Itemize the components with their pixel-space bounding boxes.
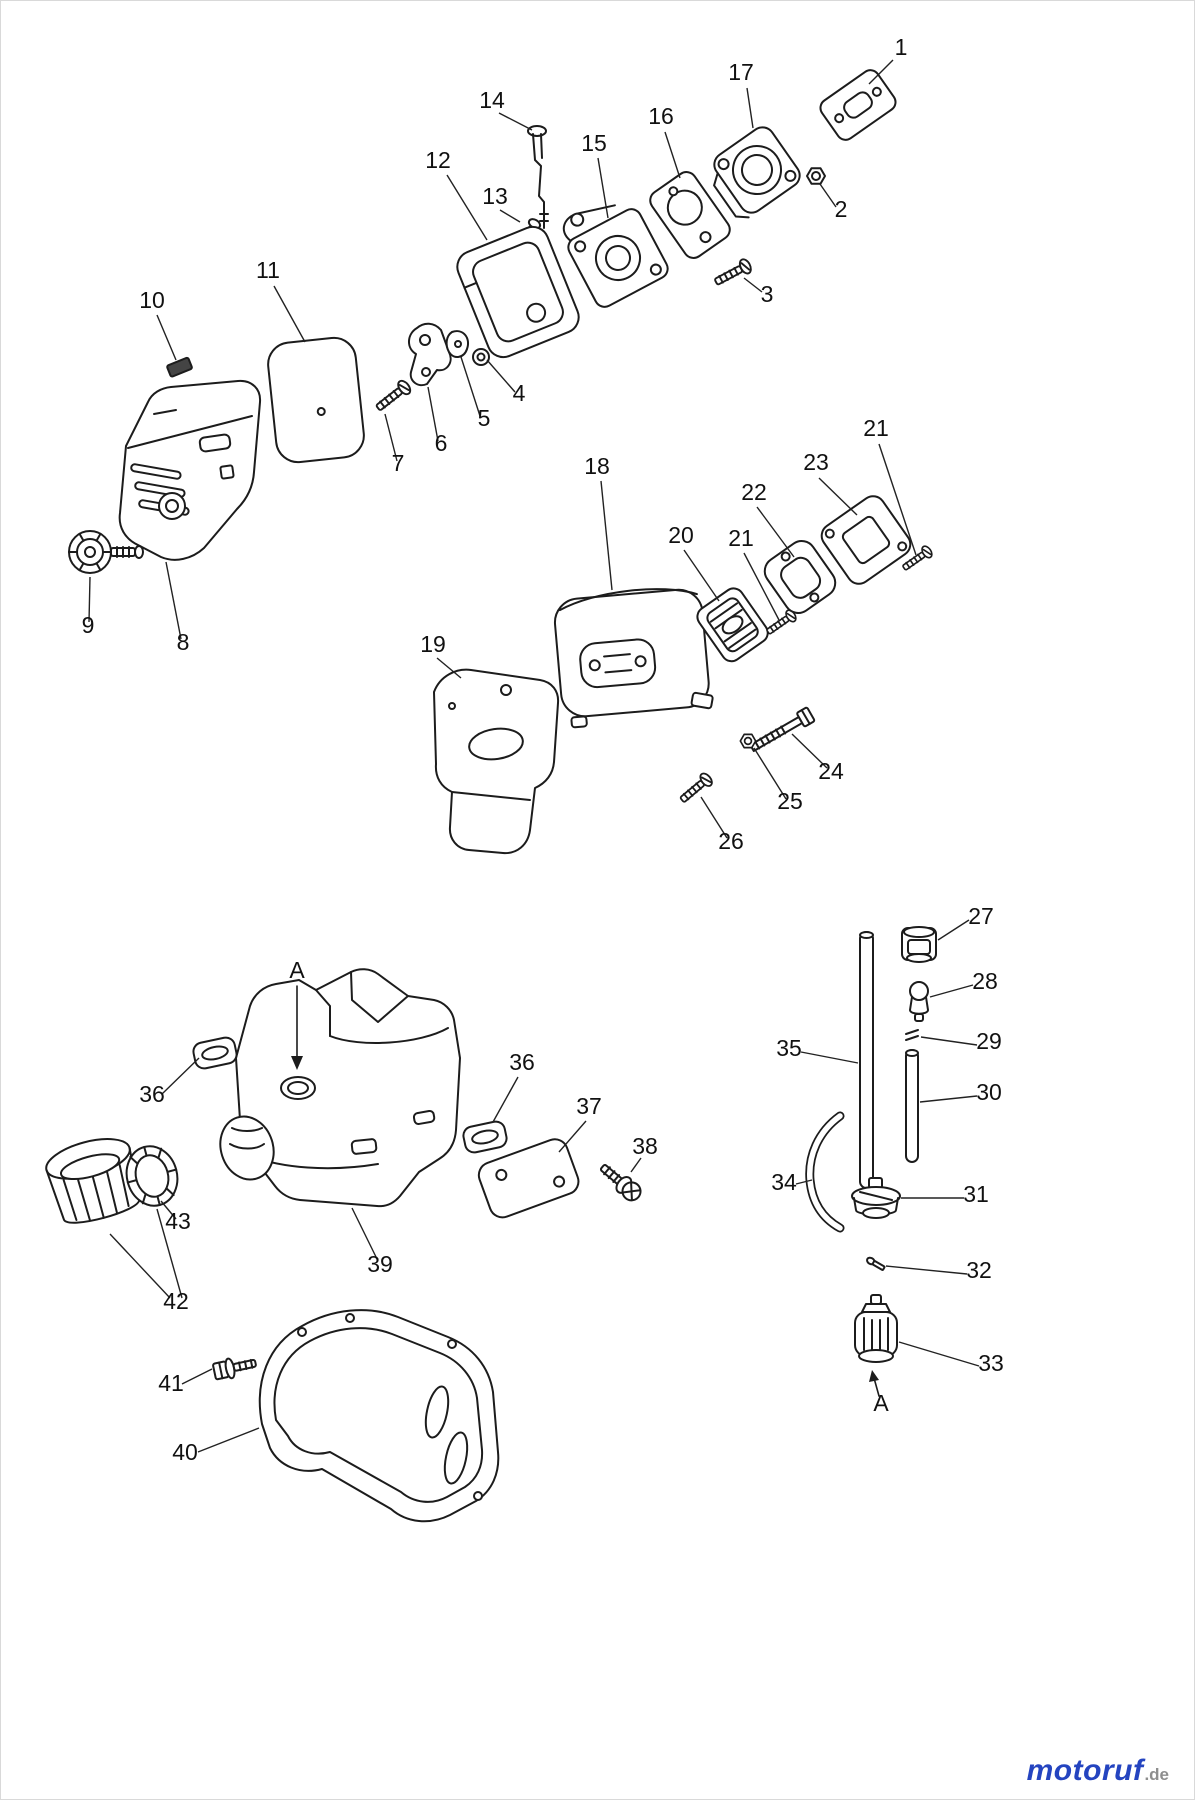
callout-6: 6	[435, 430, 448, 456]
callout-41: 41	[158, 1370, 184, 1396]
screw-part-7	[372, 377, 414, 415]
gasket-plate-part-1	[819, 69, 897, 141]
screw-part-32	[866, 1256, 886, 1271]
section-arrow-a-top	[291, 985, 303, 1070]
callout-9: 9	[82, 612, 95, 638]
watermark-tld: .de	[1144, 1765, 1169, 1784]
grommet-part-36-right	[462, 1120, 508, 1154]
guard-part-40	[258, 1309, 500, 1523]
callout-7: 7	[392, 450, 405, 476]
air-filter-element-part-11	[267, 336, 365, 464]
watermark-logo: motoruf.de	[1027, 1754, 1169, 1788]
callout-40: 40	[172, 1439, 198, 1465]
callout-35: 35	[776, 1035, 802, 1061]
gasket-part-16	[649, 171, 731, 259]
cap-part-27	[901, 926, 937, 963]
callout-17: 17	[728, 59, 754, 85]
callout-22: 22	[741, 479, 767, 505]
callout-13: 13	[482, 183, 508, 209]
callout-23: 23	[803, 449, 829, 475]
callout-33: 33	[978, 1350, 1004, 1376]
intake-insulator-part-17	[713, 126, 801, 219]
callout-26: 26	[718, 828, 744, 854]
callout-31: 31	[963, 1181, 989, 1207]
callout-5: 5	[478, 405, 491, 431]
callout-37: 37	[576, 1093, 602, 1119]
callout-28: 28	[972, 968, 998, 994]
valve-part-28	[909, 981, 929, 1022]
watermark-brand: motoruf	[1026, 1754, 1144, 1787]
callout-24: 24	[818, 758, 844, 784]
fuel-filter-part-33	[854, 1294, 898, 1363]
callout-2: 2	[835, 196, 848, 222]
callout-a-top: A	[289, 957, 305, 983]
gasket-part-22	[763, 540, 837, 614]
muffler-part-18	[553, 588, 714, 729]
fuel-tank-part-39	[219, 968, 461, 1208]
leader-lines	[88, 59, 980, 1453]
callout-10: 10	[139, 287, 165, 313]
knob-part-9	[68, 530, 144, 574]
long-screw-part-14	[527, 125, 549, 229]
fuel-cap-part-42	[45, 1138, 141, 1224]
callout-21-left: 21	[728, 525, 754, 551]
air-filter-case-part-12	[456, 225, 580, 359]
pickup-body-part-31	[851, 1177, 901, 1219]
callout-16: 16	[648, 103, 674, 129]
callout-3: 3	[761, 281, 774, 307]
callout-36-left: 36	[139, 1081, 165, 1107]
muffler-plate-part-20	[696, 587, 769, 663]
callout-4: 4	[513, 380, 526, 406]
air-cleaner-cover-part-8	[118, 379, 262, 561]
choke-plate-part-5	[445, 330, 469, 358]
callout-29: 29	[976, 1028, 1002, 1054]
callout-36-right: 36	[509, 1049, 535, 1075]
callout-18: 18	[584, 453, 610, 479]
pipe-part-30	[905, 1049, 919, 1163]
callout-12: 12	[425, 147, 451, 173]
callout-34: 34	[771, 1169, 797, 1195]
callout-39: 39	[367, 1251, 393, 1277]
callout-labels: 1 14 17 16 15 12 13 2 11 3 10 4 5 6 7 18…	[82, 34, 1004, 1465]
plate-part-23	[820, 495, 912, 585]
screw-part-3	[711, 256, 755, 290]
nut-part-2	[806, 167, 826, 185]
bolt-part-24	[747, 706, 816, 756]
callout-1: 1	[895, 34, 908, 60]
clip-part-29	[905, 1029, 919, 1041]
carburetor-part-15	[562, 204, 669, 308]
fuel-pipe-part-35	[859, 931, 874, 1189]
plate-part-37	[477, 1138, 580, 1219]
callout-25: 25	[777, 788, 803, 814]
plate-part-10	[166, 356, 193, 378]
callout-8: 8	[177, 629, 190, 655]
grommet-part-36-left	[192, 1036, 238, 1070]
choke-bracket-part-6	[408, 322, 452, 387]
screw-part-26	[676, 770, 716, 807]
callout-38: 38	[632, 1133, 658, 1159]
screw-part-38	[599, 1164, 642, 1202]
callout-a-bottom: A	[873, 1390, 889, 1416]
fuel-hose-part-34	[805, 1111, 845, 1233]
screw-part-41	[212, 1357, 257, 1381]
callout-14: 14	[479, 87, 505, 113]
callout-21-right: 21	[863, 415, 889, 441]
callout-20: 20	[668, 522, 694, 548]
section-arrow-a-bottom	[869, 1370, 880, 1397]
nut-part-25	[739, 733, 757, 749]
callout-43: 43	[165, 1208, 191, 1234]
washer-part-4	[472, 348, 490, 366]
callout-30: 30	[976, 1079, 1002, 1105]
callout-42: 42	[163, 1288, 189, 1314]
callout-27: 27	[968, 903, 994, 929]
callout-15: 15	[581, 130, 607, 156]
cap-retainer-part-43	[125, 1145, 179, 1207]
callout-32: 32	[966, 1257, 992, 1283]
muffler-shield-part-19	[433, 668, 560, 855]
callout-11: 11	[256, 257, 280, 283]
callout-19: 19	[420, 631, 446, 657]
